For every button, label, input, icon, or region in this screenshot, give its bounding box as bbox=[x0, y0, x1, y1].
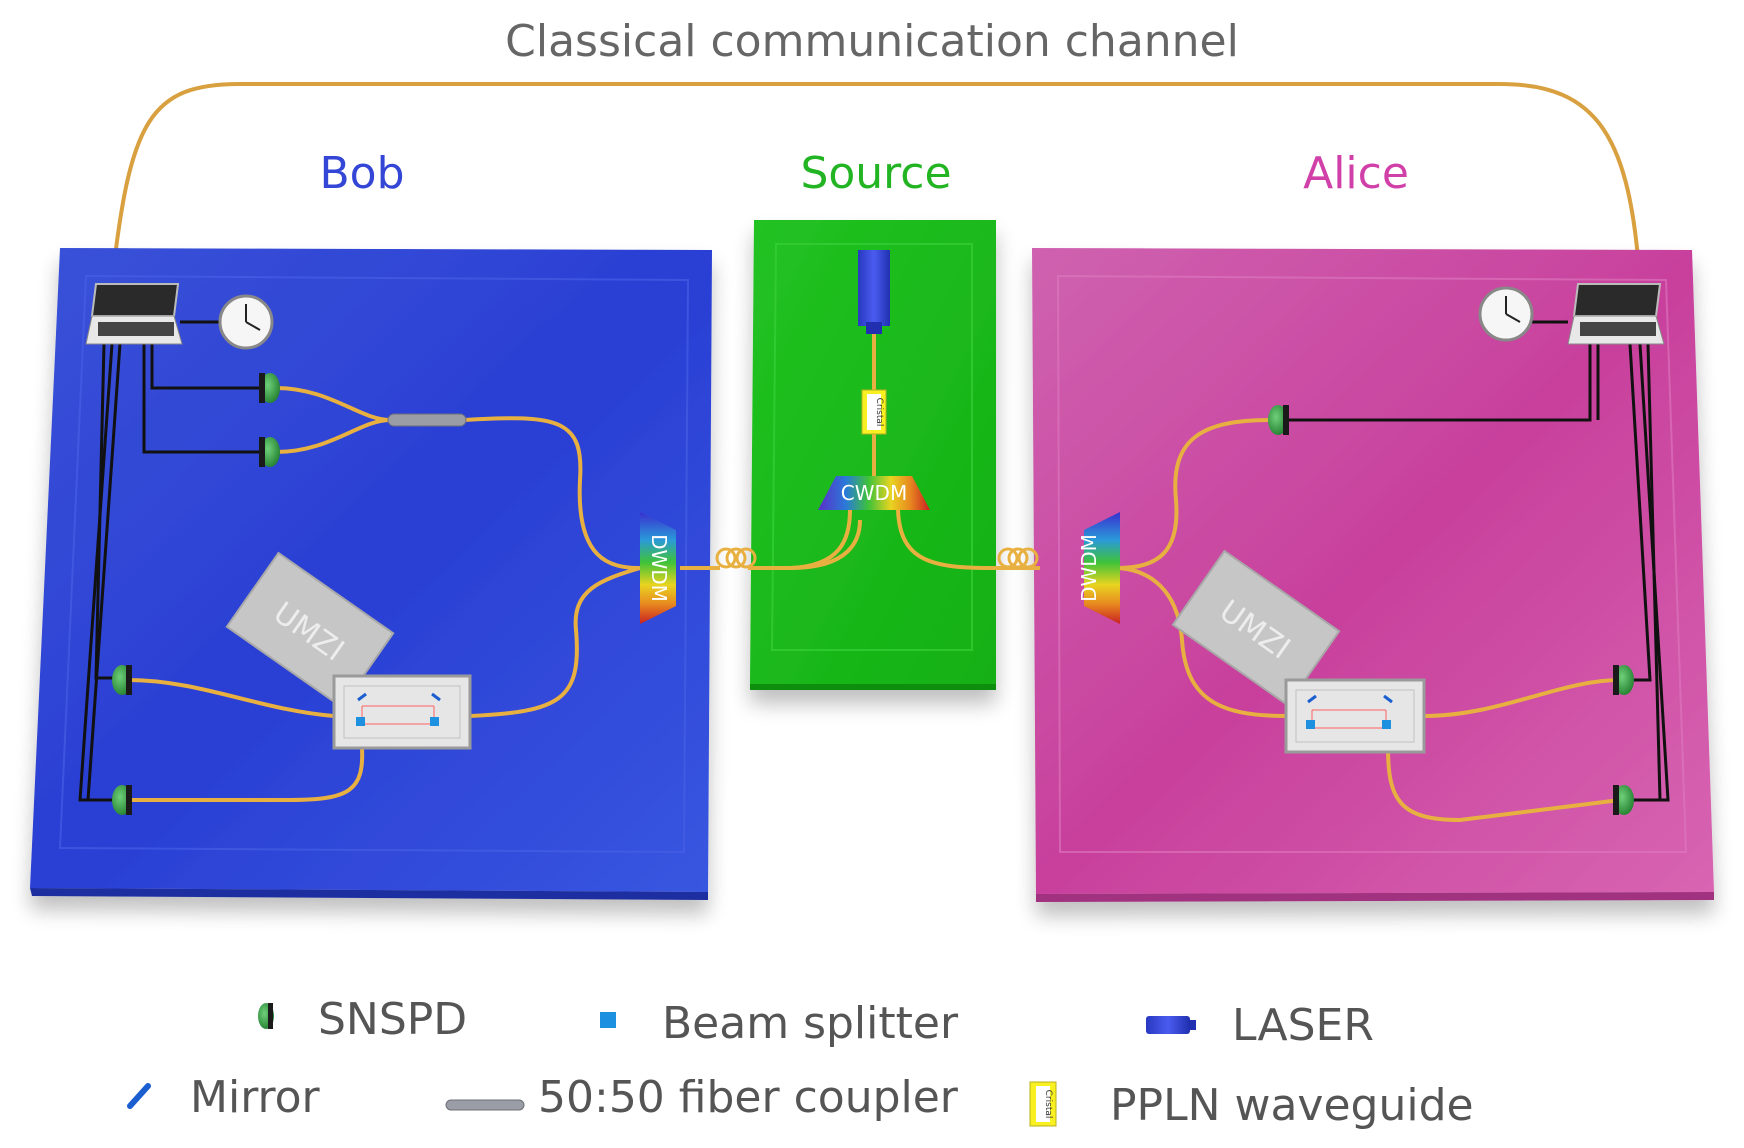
legend-mirror-icon bbox=[127, 1083, 151, 1109]
legend: SNSPD Beam splitter LASER Mirror 50:50 f… bbox=[127, 994, 1474, 1131]
bob-snspd-1 bbox=[259, 373, 280, 403]
legend-snspd-label: SNSPD bbox=[318, 994, 467, 1045]
source-fiber-left-link bbox=[789, 509, 852, 570]
page-title: Classical communication channel bbox=[505, 16, 1239, 67]
alice-label: Alice bbox=[1303, 148, 1409, 199]
bob-beam-splitter-1 bbox=[356, 717, 365, 726]
source-cwdm-label: CWDM bbox=[841, 481, 907, 505]
bob-mirror-2 bbox=[431, 692, 441, 702]
bob-fiber-spool bbox=[715, 547, 757, 569]
bob-panel bbox=[30, 248, 712, 900]
alice-dwdm-label: DWDM bbox=[1077, 534, 1101, 602]
bob-dwdm-label: DWDM bbox=[647, 534, 671, 602]
source-fiber-right bbox=[896, 509, 1000, 570]
bob-clock-icon bbox=[218, 294, 274, 350]
alice-fibers bbox=[1000, 418, 1621, 823]
alice-clock-icon bbox=[1478, 286, 1534, 342]
bob-umzi: UMZI bbox=[225, 551, 395, 709]
alice-umzi: UMZI bbox=[1171, 549, 1341, 707]
source-cwdm: CWDM bbox=[818, 476, 930, 510]
alice-snspd-3 bbox=[1613, 785, 1634, 815]
alice-beam-splitter-1 bbox=[1306, 720, 1315, 729]
legend-laser-icon bbox=[1146, 1016, 1196, 1034]
bob-fibers bbox=[127, 386, 862, 802]
legend-coupler-label: 50:50 fiber coupler bbox=[538, 1072, 959, 1123]
legend-coupler-icon bbox=[445, 1099, 525, 1111]
bob-interferometer-box bbox=[332, 674, 472, 750]
source-ppln-waveguide: Cristal bbox=[861, 389, 887, 435]
alice-panel bbox=[1032, 248, 1714, 902]
legend-beam-splitter-label: Beam splitter bbox=[662, 998, 959, 1049]
bob-label: Bob bbox=[319, 148, 404, 199]
source-label: Source bbox=[800, 148, 951, 199]
bob-cables bbox=[78, 343, 268, 802]
bob-beam-splitter-2 bbox=[430, 717, 439, 726]
bob-mirror-1 bbox=[357, 692, 367, 702]
alice-snspd-1 bbox=[1268, 405, 1289, 435]
alice-laptop-icon bbox=[1567, 283, 1665, 345]
legend-laser-label: LASER bbox=[1232, 1000, 1374, 1051]
legend-snspd-icon bbox=[258, 1003, 274, 1029]
bob-laptop-icon bbox=[85, 283, 183, 345]
bob-snspd-4 bbox=[112, 785, 132, 815]
legend-crystal-label: Cristal bbox=[1043, 1090, 1053, 1119]
source-crystal-label: Cristal bbox=[874, 398, 884, 427]
alice-fiber-spool bbox=[997, 547, 1039, 569]
alice-interferometer-box bbox=[1284, 678, 1426, 754]
alice-cables bbox=[1282, 343, 1670, 802]
bob-dwdm: DWDM bbox=[640, 512, 676, 624]
alice-mirror-1 bbox=[1307, 694, 1317, 704]
alice-snspd-2 bbox=[1613, 665, 1634, 695]
legend-ppln-icon: Cristal bbox=[1029, 1081, 1057, 1127]
alice-mirror-2 bbox=[1383, 694, 1393, 704]
alice-beam-splitter-2 bbox=[1382, 720, 1391, 729]
alice-dwdm: DWDM bbox=[1077, 512, 1120, 624]
legend-ppln-label: PPLN waveguide bbox=[1110, 1080, 1474, 1131]
source-laser bbox=[858, 250, 890, 334]
bob-snspd-2 bbox=[259, 437, 280, 467]
classical-channel-fiber bbox=[110, 82, 1642, 283]
bob-snspd-3 bbox=[112, 665, 132, 695]
legend-mirror-label: Mirror bbox=[190, 1072, 321, 1123]
bob-fiber-coupler bbox=[387, 413, 467, 427]
legend-beam-splitter-icon bbox=[600, 1012, 616, 1028]
